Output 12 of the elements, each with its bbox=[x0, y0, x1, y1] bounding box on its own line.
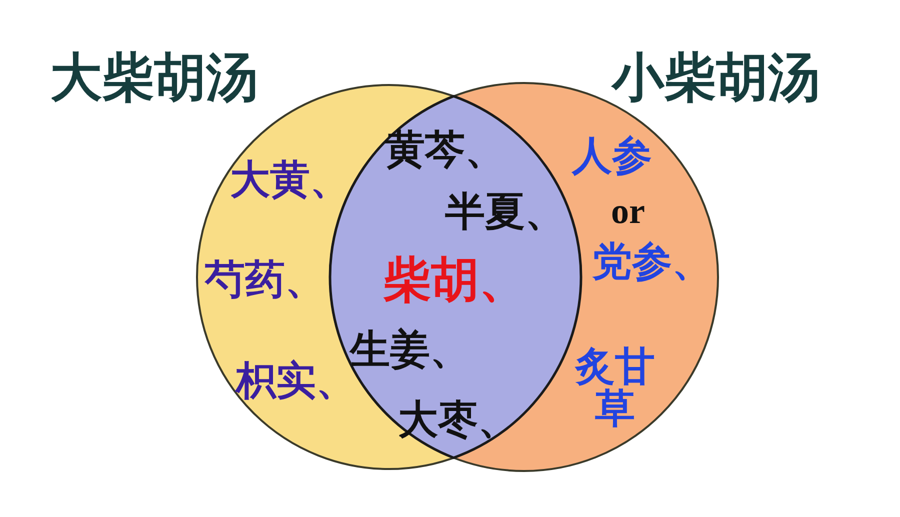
herb-label: 黄芩、 bbox=[385, 129, 505, 171]
herb-label: 人参 bbox=[572, 135, 652, 177]
herb-label: or bbox=[611, 193, 645, 231]
set-title: 大柴胡汤 bbox=[50, 52, 258, 104]
herb-label: 党参、 bbox=[592, 241, 712, 283]
herb-label: 大枣、 bbox=[398, 399, 518, 441]
herb-label: 柴胡、 bbox=[383, 254, 527, 306]
herb-label: 半夏、 bbox=[445, 191, 565, 233]
herb-label: 芍药、 bbox=[205, 259, 325, 301]
herb-label: 炙甘草 bbox=[574, 346, 656, 430]
herb-label: 大黄、 bbox=[230, 159, 350, 201]
set-title: 小柴胡汤 bbox=[612, 52, 820, 104]
